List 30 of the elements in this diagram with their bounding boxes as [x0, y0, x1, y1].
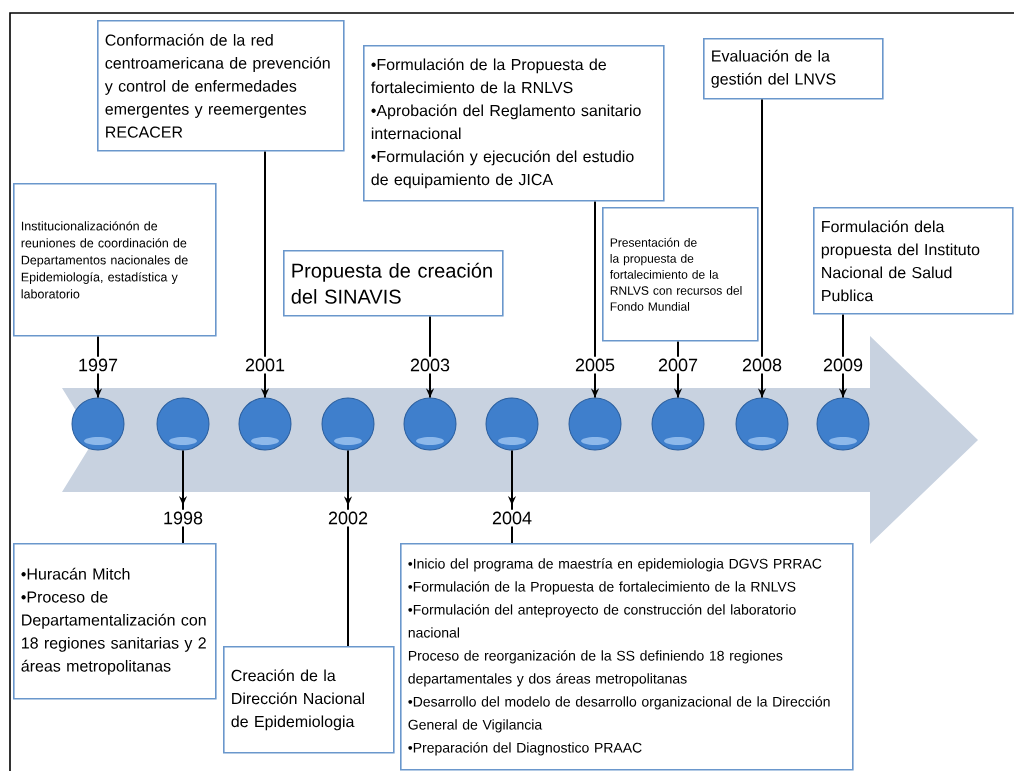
circle-marker — [156, 397, 210, 451]
circle-marker — [485, 397, 539, 451]
circle-marker — [568, 397, 622, 451]
year-label: 2009 — [821, 356, 866, 374]
year-label: 2004 — [490, 509, 535, 527]
year-label: 2003 — [408, 356, 453, 374]
event-box: Presentación de la propuesta de fortalecimiento de la RNLVS con recursos del Fondo Mundial — [602, 207, 759, 342]
event-box: Formulación dela propuesta del Instituto Nacional de Salud Publica — [813, 207, 1014, 315]
year-label: 1998 — [161, 509, 205, 527]
circle-marker — [71, 397, 125, 451]
year-label: 2008 — [740, 356, 785, 374]
year-label: 2005 — [573, 356, 618, 374]
event-box: •Inicio del programa de maestría en epidemiologia DGVS PRRAC •Formulación de la Propuesta de fortalecimiento de la RNLVS •Formulación del anteproyecto de construcción del laboratorio nacional Proceso de reorganización de la SS definiendo 18 regiones departamentales y dos áreas metropolitanas •Desarrollo del modelo de desarrollo organizacional de la Dirección General de Vigilancia •Preparación del Diagnostico PRAAC — [400, 543, 854, 771]
circle-marker — [321, 397, 375, 451]
circle-marker — [651, 397, 705, 451]
year-label: 2007 — [656, 356, 701, 374]
event-box: Creación de la Dirección Nacional de Epidemiologia — [223, 646, 395, 754]
circle-marker — [735, 397, 789, 451]
event-box: Propuesta de creación del SINAVIS — [283, 250, 504, 317]
event-box: •Formulación de la Propuesta de fortalecimiento de la RNLVS •Aprobación del Reglamento sanitario internacional •Formulación y ejecución del estudio de equipamiento de JICA — [363, 45, 665, 202]
year-label: 2001 — [243, 356, 288, 374]
circle-marker — [403, 397, 457, 451]
event-box: Conformación de la red centroamericana de prevención y control de enfermedades emergentes y reemergentes RECACER — [97, 20, 345, 152]
event-box: •Huracán Mitch •Proceso de Departamentalización con 18 regiones sanitarias y 2 áreas metropolitanas — [13, 543, 217, 700]
year-label: 2002 — [326, 509, 371, 527]
event-box: Institucionalizaciónón de reuniones de coordinación de Departamentos nacionales de Epidemiología, estadística y laboratorio — [13, 183, 217, 337]
circle-marker — [816, 397, 870, 451]
circle-marker — [238, 397, 292, 451]
year-label: 1997 — [76, 356, 120, 374]
event-box: Evaluación de la gestión del LNVS — [703, 38, 884, 100]
